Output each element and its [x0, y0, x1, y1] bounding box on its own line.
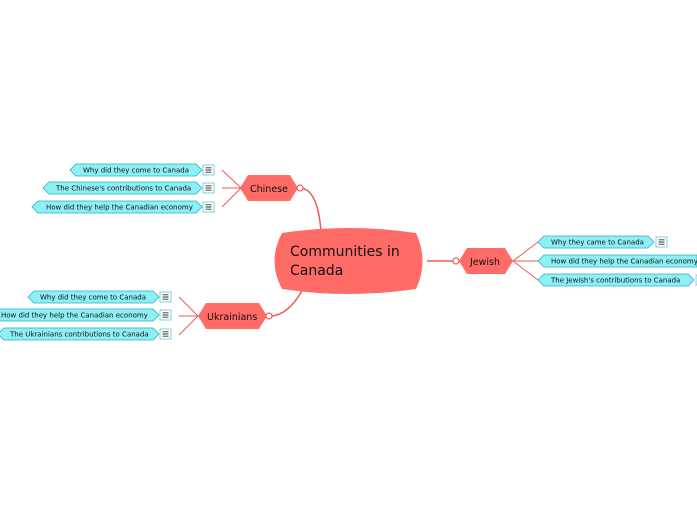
central-title-line-1: Communities in	[290, 244, 400, 260]
connectors	[178, 169, 539, 336]
branch-jewish-label: Jewish	[469, 257, 500, 268]
leaf-shape	[0, 327, 160, 341]
branch-jewish[interactable]: Jewish	[452, 248, 513, 274]
central-title-line-2: Canada	[290, 263, 343, 279]
branch-chinese-collapse-handle[interactable]	[296, 184, 304, 192]
notes-icon[interactable]	[202, 182, 215, 194]
leaf-label: Why did they come to Canada	[40, 294, 146, 302]
branch-chinese-label: Chinese	[250, 184, 288, 195]
leaf-label: How did they help the Canadian economy	[551, 258, 697, 266]
notes-icon[interactable]	[655, 236, 668, 248]
leaf-chinese-3[interactable]: How did they help the Canadian economy	[31, 200, 215, 214]
branch-jewish-shape	[459, 248, 513, 274]
leaf-shape	[537, 273, 695, 287]
connector-ukrainians	[269, 288, 304, 317]
central-node-shape	[274, 228, 423, 294]
notes-icon[interactable]	[159, 291, 172, 303]
branch-ukrainians-label: Ukrainians	[207, 312, 257, 323]
leaf-shape	[69, 163, 203, 177]
leaf-ukrainians-1[interactable]: Why did they come to Canada	[27, 290, 172, 304]
branch-ukrainians-collapse-handle[interactable]	[265, 312, 273, 320]
leaf-ukrainians-2[interactable]: How did they help the Canadian economy	[0, 308, 172, 322]
leaf-chinese-1[interactable]: Why did they come to Canada	[69, 163, 215, 177]
connector-chinese-leaf-1	[221, 169, 242, 189]
leaf-label: How did they help the Canadian economy	[1, 312, 148, 320]
connector-jewish-leaf-3	[512, 260, 539, 281]
branch-chinese[interactable]: Chinese	[240, 175, 304, 201]
leaf-shape	[0, 308, 160, 322]
leaf-shape	[27, 290, 160, 304]
leaf-label: The Chinese's contributions to Canada	[55, 185, 191, 193]
leaf-shape	[537, 254, 697, 268]
branch-jewish-collapse-handle[interactable]	[452, 257, 460, 265]
leaf-chinese-2[interactable]: The Chinese's contributions to Canada	[42, 181, 215, 195]
notes-icon[interactable]	[159, 309, 172, 321]
leaf-label: How did they help the Canadian economy	[46, 204, 193, 212]
leaf-shape	[537, 235, 655, 249]
leaf-jewish-2[interactable]: How did they help the Canadian economy	[537, 254, 697, 268]
leaf-shape	[31, 200, 203, 214]
connector-chinese-leaf-3	[221, 187, 242, 208]
leaf-shape	[42, 181, 203, 195]
connector-jewish-leaf-1	[512, 241, 539, 262]
leaf-label: Why did they come to Canada	[83, 167, 189, 175]
connector-ukrainians-leaf-1	[178, 296, 199, 317]
branch-ukrainians-shape	[198, 303, 267, 329]
leaf-jewish-3[interactable]: The Jewish's contributions to Canada	[537, 273, 697, 287]
notes-icon[interactable]	[202, 164, 215, 176]
central-node[interactable]: Communities in Canada	[274, 228, 423, 294]
leaf-label: The Ukrainians contributions to Canada	[9, 331, 149, 339]
branch-chinese-shape	[240, 175, 298, 201]
leaf-label: The Jewish's contributions to Canada	[550, 277, 680, 285]
notes-icon[interactable]	[159, 328, 172, 340]
connector-chinese	[300, 187, 322, 233]
leaf-label: Why they came to Canada	[551, 239, 644, 247]
notes-icon[interactable]	[202, 201, 215, 213]
leaf-ukrainians-3[interactable]: The Ukrainians contributions to Canada	[0, 327, 172, 341]
leaf-jewish-1[interactable]: Why they came to Canada	[537, 235, 668, 249]
connector-ukrainians-leaf-3	[178, 315, 199, 336]
branch-ukrainians[interactable]: Ukrainians	[198, 303, 273, 329]
